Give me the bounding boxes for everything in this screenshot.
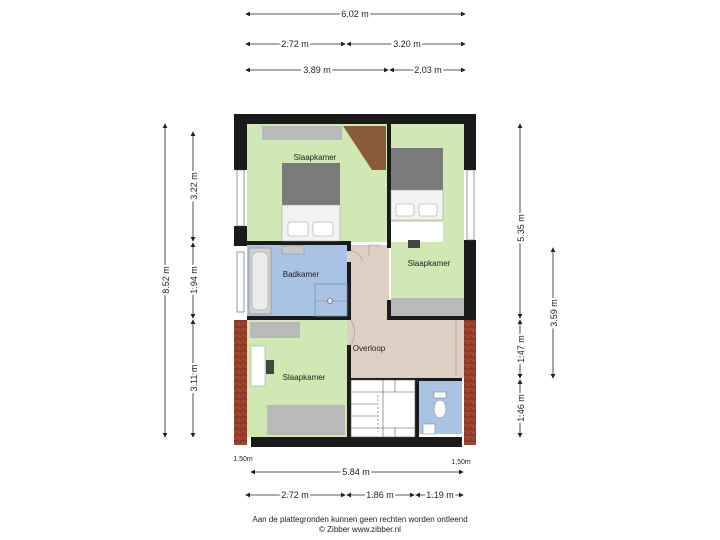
dim-right-outer: 3.59 m — [549, 299, 559, 327]
toilet-sink — [422, 423, 436, 435]
washbasin — [281, 245, 305, 255]
shower — [314, 283, 348, 317]
dim-bottom-a: 2.72 m — [281, 490, 309, 500]
label-bathroom: Badkamer — [283, 270, 320, 279]
dim-top-b: 3.20 m — [393, 39, 421, 49]
exterior-walls — [234, 114, 476, 447]
desk-bottom-left — [250, 345, 266, 387]
dimension-lines-left — [162, 123, 196, 438]
bed-right — [390, 148, 444, 248]
dim-left-total: 8.52 m — [161, 266, 171, 294]
label-hallway: Overloop — [353, 344, 386, 353]
wardrobe-top-left — [262, 126, 342, 140]
wardrobe-bottom-left — [267, 405, 345, 435]
dimension-lines-top — [245, 11, 466, 73]
dim-left-a: 3.22 m — [189, 172, 199, 200]
bed-top-left — [281, 163, 341, 242]
label-bedroom-right: Slaapkamer — [408, 259, 451, 268]
staircase — [350, 379, 416, 438]
dim-top-d: 2.03 m — [414, 65, 442, 75]
floorplan-drawing: 6.02 m 2.72 m 3.20 m 3.89 m 2.03 m 8.52 … — [159, 7, 561, 502]
bathtub — [248, 247, 272, 315]
roof-beam — [343, 126, 386, 170]
dim-bottom-b: 1.86 m — [366, 490, 394, 500]
roof-brick-right — [464, 320, 476, 445]
toilet — [433, 391, 447, 419]
door-swings — [315, 244, 457, 375]
dim-top-a: 2.72 m — [281, 39, 309, 49]
label-bedroom-top-left: Slaapkamer — [294, 153, 337, 162]
wardrobe-right — [391, 298, 464, 316]
dim-right-a: 5.35 m — [516, 214, 526, 242]
copyright-text: © Zibber www.zibber.nl — [319, 525, 401, 534]
dim-top-c: 3.89 m — [303, 65, 331, 75]
interior-walls — [247, 124, 464, 437]
dim-corner-right: 1,50m — [451, 459, 471, 466]
dim-left-b: 1.94 m — [189, 266, 199, 294]
dim-bottom-c: 1.19 m — [426, 490, 454, 500]
disclaimer-text: Aan de plattegronden kunnen geen rechten… — [252, 515, 468, 524]
dim-corner-left: 1.50m — [233, 456, 253, 463]
roof-brick-left — [234, 320, 247, 445]
dim-top-total: 6.02 m — [341, 9, 369, 19]
dimension-lines-bottom — [245, 469, 464, 498]
label-bedroom-bottom-left: Slaapkamer — [283, 373, 326, 382]
dim-left-c: 3.11 m — [189, 365, 199, 392]
chair-bottom-left — [266, 360, 274, 374]
dim-right-c: 1.46 m — [516, 394, 526, 422]
dim-bottom-total: 5.84 m — [342, 467, 370, 477]
windows — [236, 169, 475, 313]
room-hallway — [347, 245, 464, 378]
dresser-bottom-left — [250, 322, 300, 338]
dimension-lines-right — [517, 123, 556, 438]
dim-right-b: 1.47 m — [516, 335, 526, 363]
